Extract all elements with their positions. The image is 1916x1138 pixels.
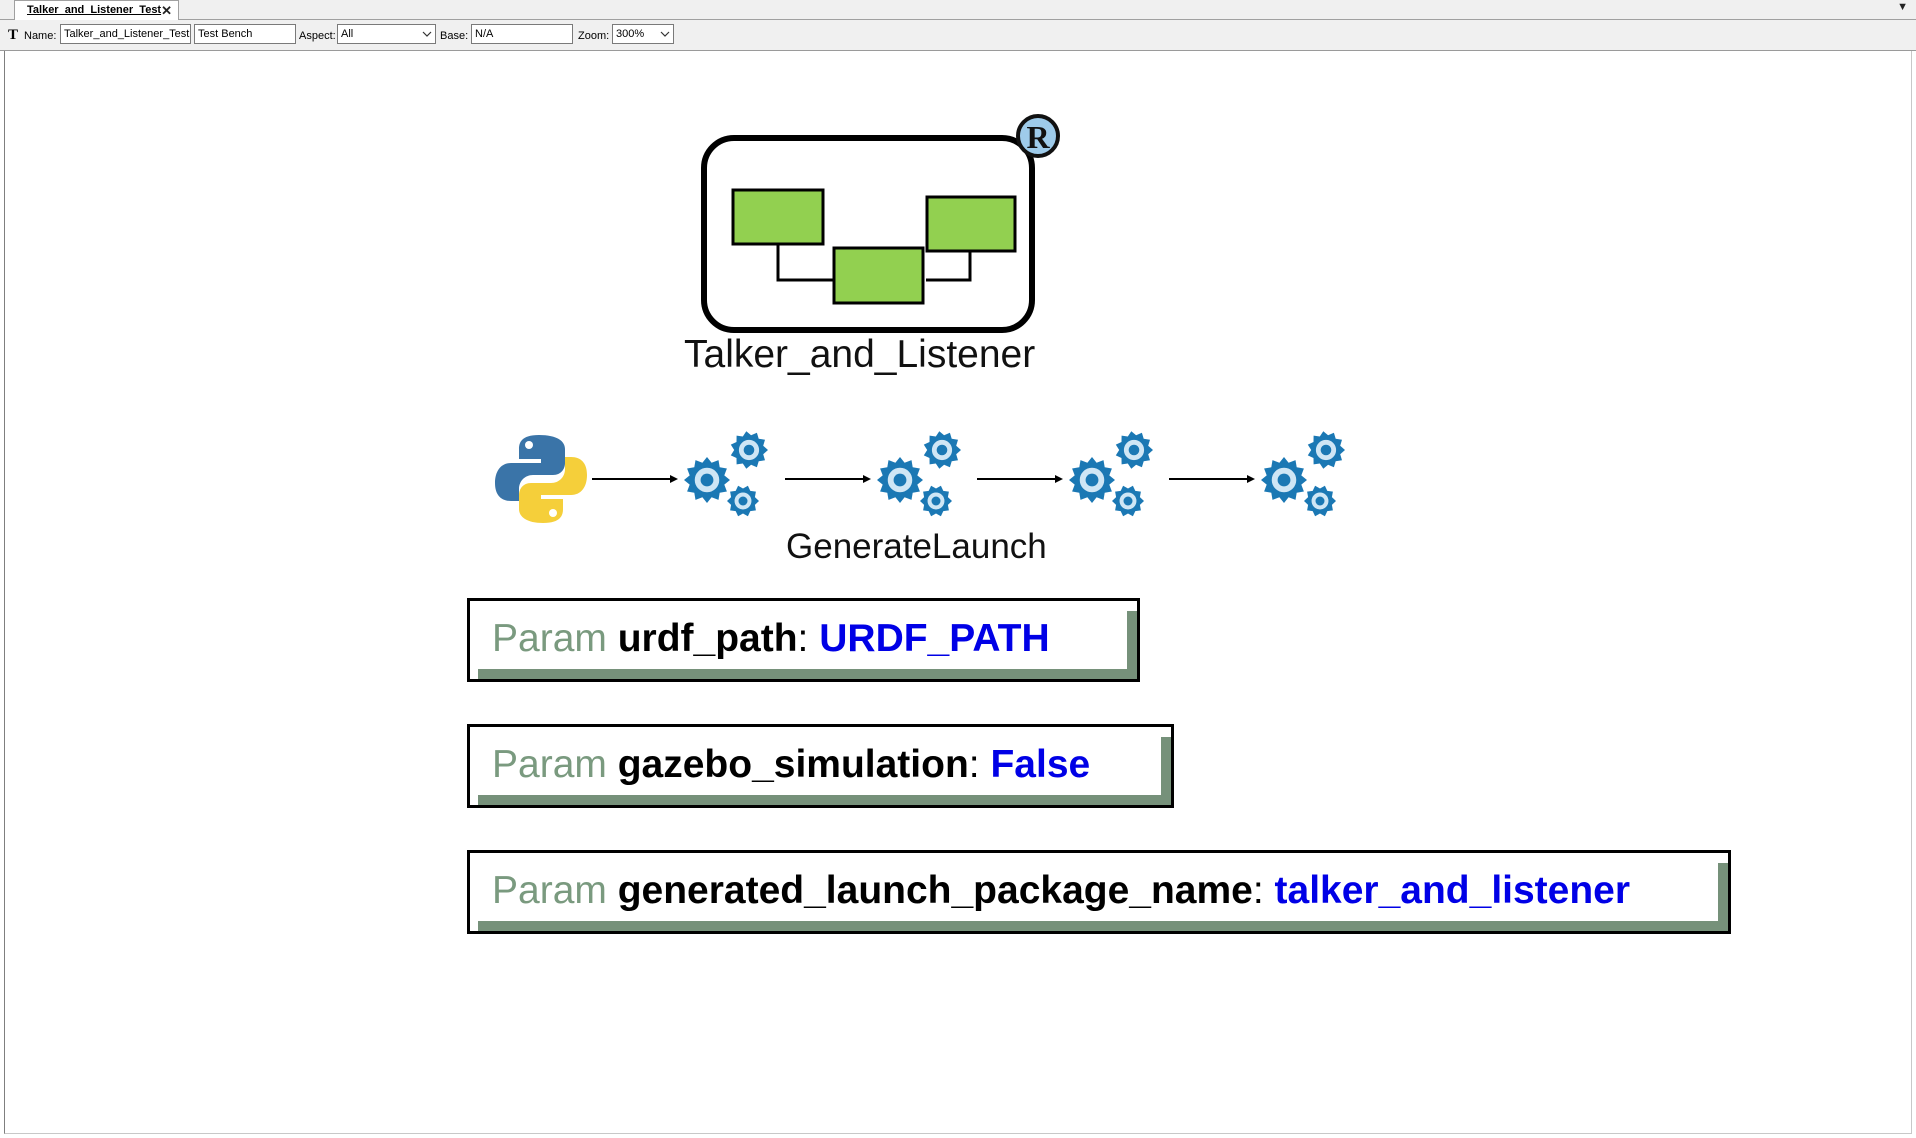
base-label: Base: xyxy=(440,30,469,42)
launch-step-node-3[interactable] xyxy=(1066,428,1162,524)
python-icon xyxy=(495,435,587,523)
launch-step-node-4[interactable] xyxy=(1258,428,1354,524)
tab-list-dropdown-icon[interactable]: ▼ xyxy=(1897,1,1908,13)
system-block-label: Talker_and_Listener xyxy=(684,333,1036,376)
tab-title: Talker_and_Listener_Test xyxy=(27,4,162,16)
text-tool-icon[interactable]: T xyxy=(8,27,19,43)
name-field[interactable]: Talker_and_Listener_Test xyxy=(60,24,191,44)
param-separator: : xyxy=(797,617,809,660)
gears-icon xyxy=(1261,431,1345,517)
chevron-down-icon xyxy=(660,31,670,37)
connection-arrow xyxy=(785,475,871,483)
param-urdf-path[interactable]: Param urdf_path: URDF_PATH xyxy=(467,598,1140,682)
system-block-icon: R xyxy=(701,114,1060,333)
param-name: generated_launch_package_name xyxy=(617,869,1253,912)
param-keyword: Param xyxy=(492,869,607,912)
zoom-value: 300% xyxy=(616,28,645,40)
generate-launch-label: GenerateLaunch xyxy=(786,527,1047,566)
talker-and-listener-block[interactable]: R xyxy=(698,112,1068,392)
connection-arrow xyxy=(977,475,1063,483)
connection-arrow xyxy=(1169,475,1255,483)
aspect-select[interactable]: All xyxy=(337,24,436,44)
chevron-down-icon xyxy=(422,31,432,37)
param-name: urdf_path xyxy=(617,617,798,660)
name-label: Name: xyxy=(24,30,57,42)
param-gazebo-simulation[interactable]: Param gazebo_simulation: False xyxy=(467,724,1174,808)
model-canvas[interactable]: R Talker_and_Listener GenerateLaunch xyxy=(4,51,1912,1134)
toolbar: T Name: Talker_and_Listener_Test Test Be… xyxy=(0,20,1916,51)
zoom-select[interactable]: 300% xyxy=(612,24,674,44)
param-value[interactable]: talker_and_listener xyxy=(1274,869,1631,912)
python-script-node[interactable] xyxy=(491,429,591,529)
param-name: gazebo_simulation xyxy=(617,743,969,786)
tab-strip: Talker_and_Listener_Test ✕ ▼ xyxy=(0,0,1916,20)
base-field[interactable]: N/A xyxy=(471,24,573,44)
launch-step-node-1[interactable] xyxy=(681,428,777,524)
zoom-label: Zoom: xyxy=(578,30,610,42)
param-keyword: Param xyxy=(492,617,607,660)
aspect-value: All xyxy=(341,28,354,40)
close-icon[interactable]: ✕ xyxy=(161,3,172,18)
gears-icon xyxy=(684,431,768,517)
badge-letter: R xyxy=(1026,119,1050,155)
param-value[interactable]: URDF_PATH xyxy=(819,617,1050,660)
param-value[interactable]: False xyxy=(990,743,1091,786)
launch-step-node-2[interactable] xyxy=(874,428,970,524)
param-separator: : xyxy=(968,743,980,786)
connection-arrow xyxy=(592,475,678,483)
param-separator: : xyxy=(1252,869,1264,912)
param-keyword: Param xyxy=(492,743,607,786)
gears-icon xyxy=(1069,431,1153,517)
param-generated-launch-package-name[interactable]: Param generated_launch_package_name: tal… xyxy=(467,850,1731,934)
aspect-label: Aspect: xyxy=(299,30,336,42)
kind-field[interactable]: Test Bench xyxy=(194,24,296,44)
registered-badge-icon: R xyxy=(1016,114,1060,158)
tab-talker-and-listener-test[interactable]: Talker_and_Listener_Test ✕ xyxy=(14,0,179,20)
gears-icon xyxy=(877,431,961,517)
